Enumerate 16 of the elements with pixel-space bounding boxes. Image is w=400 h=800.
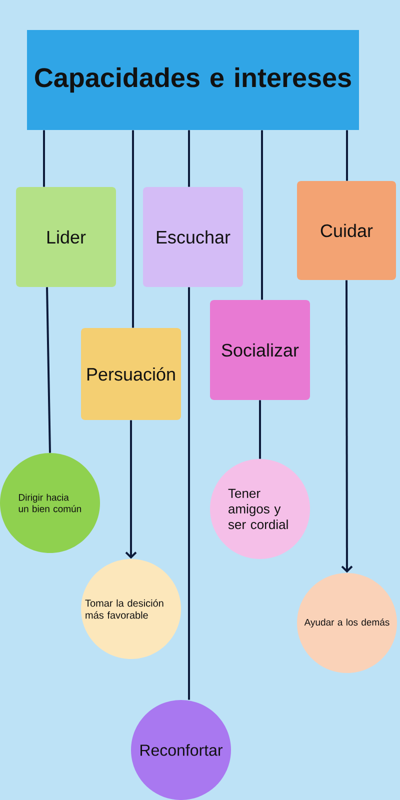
connector-line <box>132 130 134 328</box>
category-box: Cuidar <box>297 181 396 280</box>
connector-line <box>46 287 51 453</box>
connector-line <box>188 130 190 187</box>
category-box: Escuchar <box>143 187 243 287</box>
heading-box: Capacidades e intereses <box>27 30 359 130</box>
category-box: Lider <box>16 187 116 287</box>
connector-line <box>43 130 45 187</box>
connector-line <box>259 400 261 459</box>
connector-line <box>188 287 190 700</box>
connector-line <box>261 130 263 300</box>
category-box: Persuación <box>81 328 181 420</box>
arrow <box>341 280 353 573</box>
category-box: Socializar <box>210 300 310 400</box>
arrow <box>125 420 137 559</box>
connector-line <box>346 130 348 181</box>
